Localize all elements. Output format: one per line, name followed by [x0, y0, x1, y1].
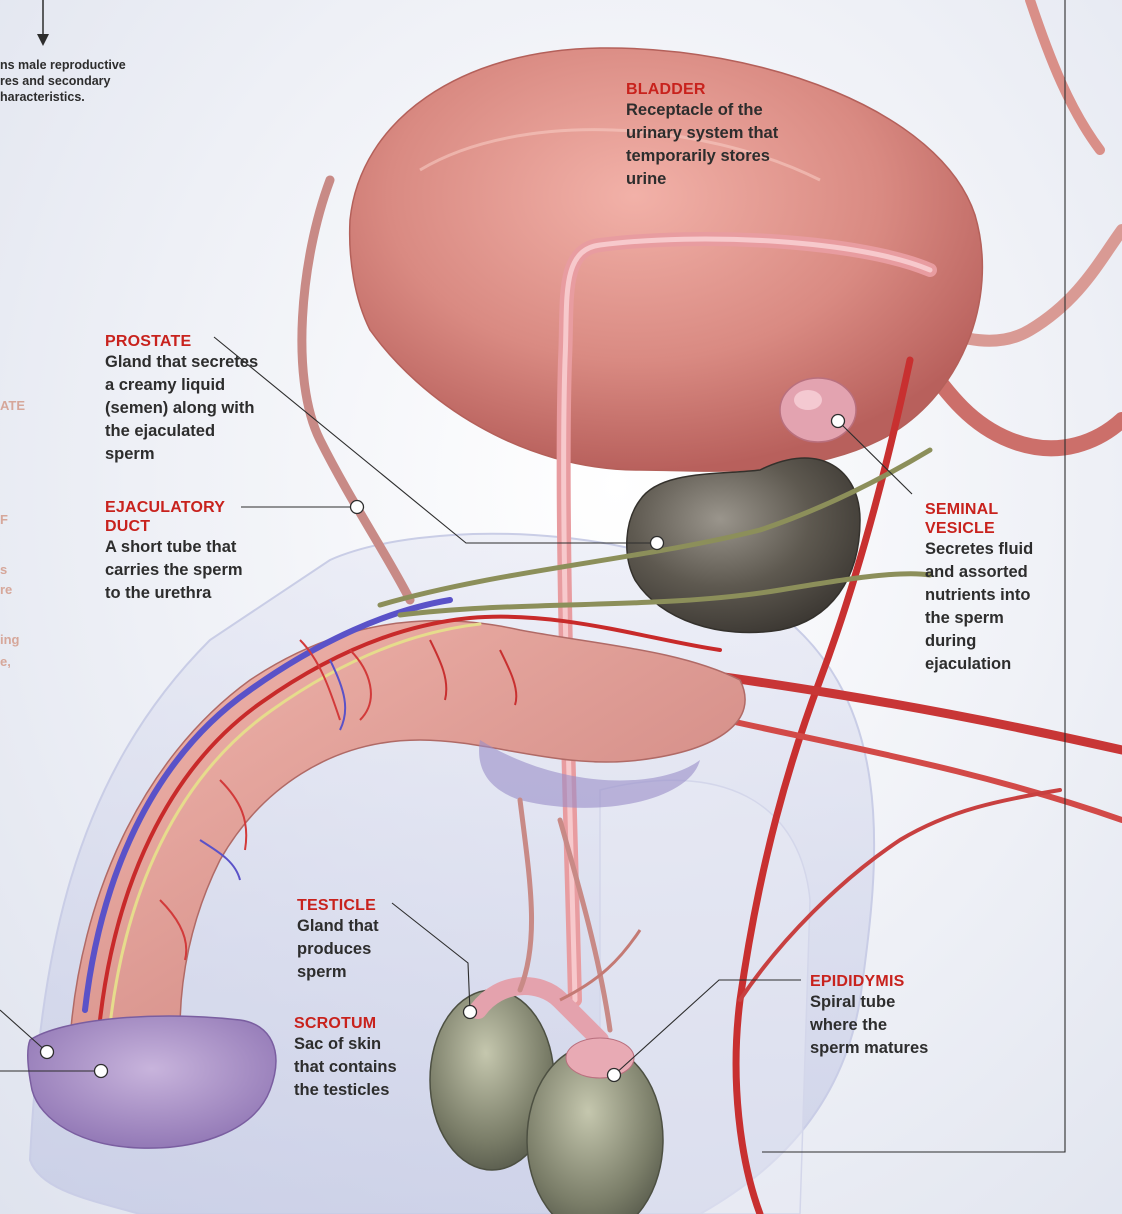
- glans-marker: [41, 1046, 54, 1059]
- prostate-title: PROSTATE: [105, 332, 263, 351]
- faded-edge-3: s: [0, 560, 7, 580]
- prostate-marker: [651, 537, 664, 550]
- epididymis-desc: Spiral tube where the sperm matures: [810, 991, 940, 1060]
- prostate-label: PROSTATE Gland that secretes a creamy li…: [105, 332, 263, 466]
- skin-marker: [95, 1065, 108, 1078]
- prostate-desc: Gland that secretes a creamy liquid (sem…: [105, 351, 263, 466]
- faded-edge-5: ing: [0, 630, 20, 650]
- epididymis-title: EPIDIDYMIS: [810, 972, 940, 991]
- ejaculatory-duct-marker: [351, 501, 364, 514]
- scrotum-desc: Sac of skin that contains the testicles: [294, 1033, 412, 1102]
- testicle-desc: Gland that produces sperm: [297, 915, 392, 984]
- seminal-vesicle-title: SEMINAL VESICLE: [925, 500, 1040, 538]
- scrotum-title: SCROTUM: [294, 1014, 412, 1033]
- seminal-vesicle-desc: Secretes fluid and assorted nutrients in…: [925, 538, 1040, 676]
- faded-edge-4: re: [0, 580, 12, 600]
- ejaculatory-duct-label: EJACULATORY DUCT A short tube that carri…: [105, 498, 255, 605]
- testicle-label: TESTICLE Gland that produces sperm: [297, 896, 392, 984]
- seminal-vesicle-label: SEMINAL VESICLE Secretes fluid and assor…: [925, 500, 1040, 676]
- ejaculatory-duct-title: EJACULATORY DUCT: [105, 498, 255, 536]
- bladder-title: BLADDER: [626, 80, 786, 99]
- scrotum-label: SCROTUM Sac of skin that contains the te…: [294, 1014, 412, 1102]
- testicle-title: TESTICLE: [297, 896, 392, 915]
- epididymis-marker: [608, 1069, 621, 1082]
- seminal-vesicle-marker: [832, 415, 845, 428]
- ejaculatory-duct-desc: A short tube that carries the sperm to t…: [105, 536, 255, 605]
- faded-edge-1: ATE: [0, 396, 25, 416]
- seminal-vesicle-shape: [780, 378, 856, 442]
- epididymis-label: EPIDIDYMIS Spiral tube where the sperm m…: [810, 972, 940, 1060]
- faded-edge-6: e,: [0, 652, 11, 672]
- testicle-marker: [464, 1006, 477, 1019]
- intro-text: ns male reproductive res and secondary h…: [0, 57, 165, 105]
- down-arrow-icon: [37, 0, 49, 46]
- bladder-desc: Receptacle of the urinary system that te…: [626, 99, 786, 191]
- bladder-label: BLADDER Receptacle of the urinary system…: [626, 80, 786, 191]
- faded-edge-2: F: [0, 510, 8, 530]
